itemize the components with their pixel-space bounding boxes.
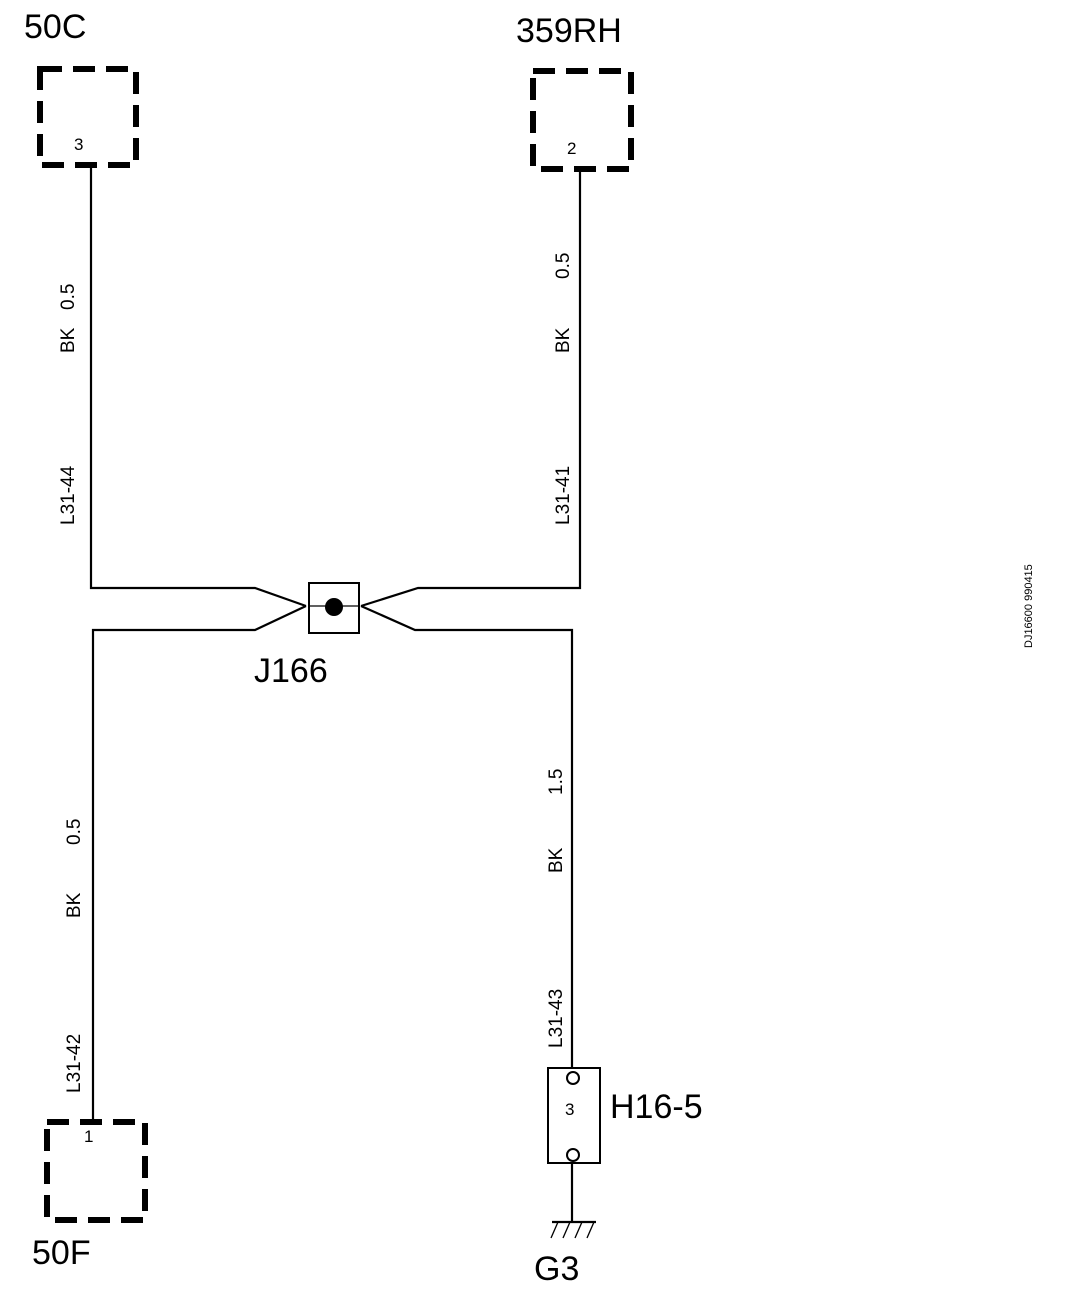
component-h16-5-label: H16-5: [610, 1088, 703, 1126]
connector-50f-box: [44, 1119, 148, 1223]
drawing-code: DJ16600 990415: [1023, 564, 1035, 648]
connector-50c-box: [37, 66, 139, 168]
wire-l31-44: [89, 168, 307, 608]
component-h16-5-pin: 3: [565, 1100, 574, 1119]
wire-l31-41-color: BK: [553, 327, 574, 353]
wire-l31-41-gauge: 0.5: [553, 253, 574, 279]
ground-icon: [550, 1220, 596, 1239]
splice-j166-label: J166: [254, 652, 328, 690]
connector-359rh-label: 359RH: [516, 12, 622, 50]
connector-359rh-box: [530, 68, 634, 172]
wire-l31-42-color: BK: [64, 892, 85, 918]
wire-l31-41-circuit: L31-41: [553, 466, 574, 525]
component-h16-5: [547, 1067, 601, 1164]
wire-l31-43-gauge: 1.5: [546, 769, 567, 795]
connector-50c-pin: 3: [74, 135, 83, 154]
connector-50f-label: 50F: [32, 1234, 91, 1272]
wire-l31-44-gauge: 0.5: [58, 284, 79, 310]
wire-l31-41: [360, 171, 582, 608]
connector-50c-label: 50C: [24, 8, 86, 46]
wire-l31-43-color: BK: [546, 847, 567, 873]
wire-l31-44-color: BK: [58, 327, 79, 353]
connector-359rh-pin: 2: [567, 139, 576, 158]
wire-l31-44-circuit: L31-44: [58, 465, 79, 525]
wire-l31-43: [360, 604, 574, 1068]
wire-l31-42-circuit: L31-42: [64, 1034, 85, 1093]
splice-j166: [308, 582, 360, 634]
wire-l31-42-gauge: 0.5: [64, 819, 85, 845]
wire-l31-42: [91, 605, 307, 1120]
wire-l31-43-circuit: L31-43: [546, 989, 567, 1048]
connector-50f-pin: 1: [84, 1127, 93, 1146]
ground-g3-label: G3: [534, 1250, 579, 1288]
